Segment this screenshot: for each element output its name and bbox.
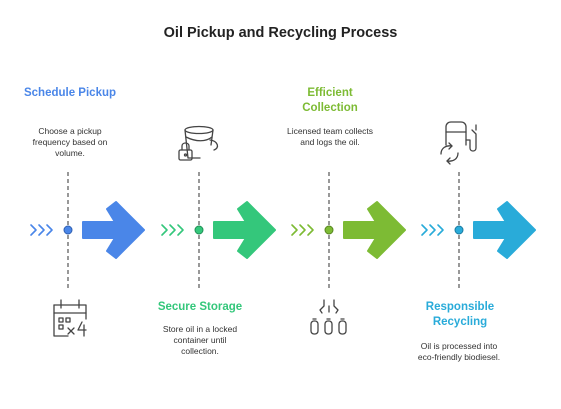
dropper-vials-icon	[310, 299, 347, 335]
step-4-heading: Responsible Recycling	[425, 301, 495, 328]
step-1-chevrons	[30, 224, 53, 236]
calendar-icon	[53, 299, 87, 337]
step-2-description: Store oil in a locked container until co…	[162, 324, 238, 356]
step-3-node	[324, 225, 334, 235]
step-1-heading: Schedule Pickup	[23, 87, 117, 99]
step-1-description: Choose a pickup frequency based on volum…	[32, 126, 108, 158]
step-2-node	[194, 225, 204, 235]
step-4-arrow	[473, 201, 536, 259]
step-1-arrow	[82, 201, 145, 259]
step-4-node	[454, 225, 464, 235]
step-3-arrow	[343, 201, 406, 259]
diagram-title: Oil Pickup and Recycling Process	[163, 25, 398, 41]
locked-bucket-icon	[178, 125, 219, 161]
step-3-description: Licensed team collects and logs the oil.	[287, 126, 373, 147]
step-4-chevrons	[421, 224, 444, 236]
step-3-chevrons	[291, 224, 314, 236]
fuel-recycle-icon	[440, 121, 477, 165]
step-4-description: Oil is processed into eco-friendly biodi…	[417, 341, 501, 362]
step-2-arrow	[213, 201, 276, 259]
step-2-heading: Secure Storage	[157, 301, 243, 313]
step-2-chevrons	[161, 224, 184, 236]
step-1-node	[63, 225, 73, 235]
step-3-heading: Efficient Collection	[302, 87, 358, 114]
